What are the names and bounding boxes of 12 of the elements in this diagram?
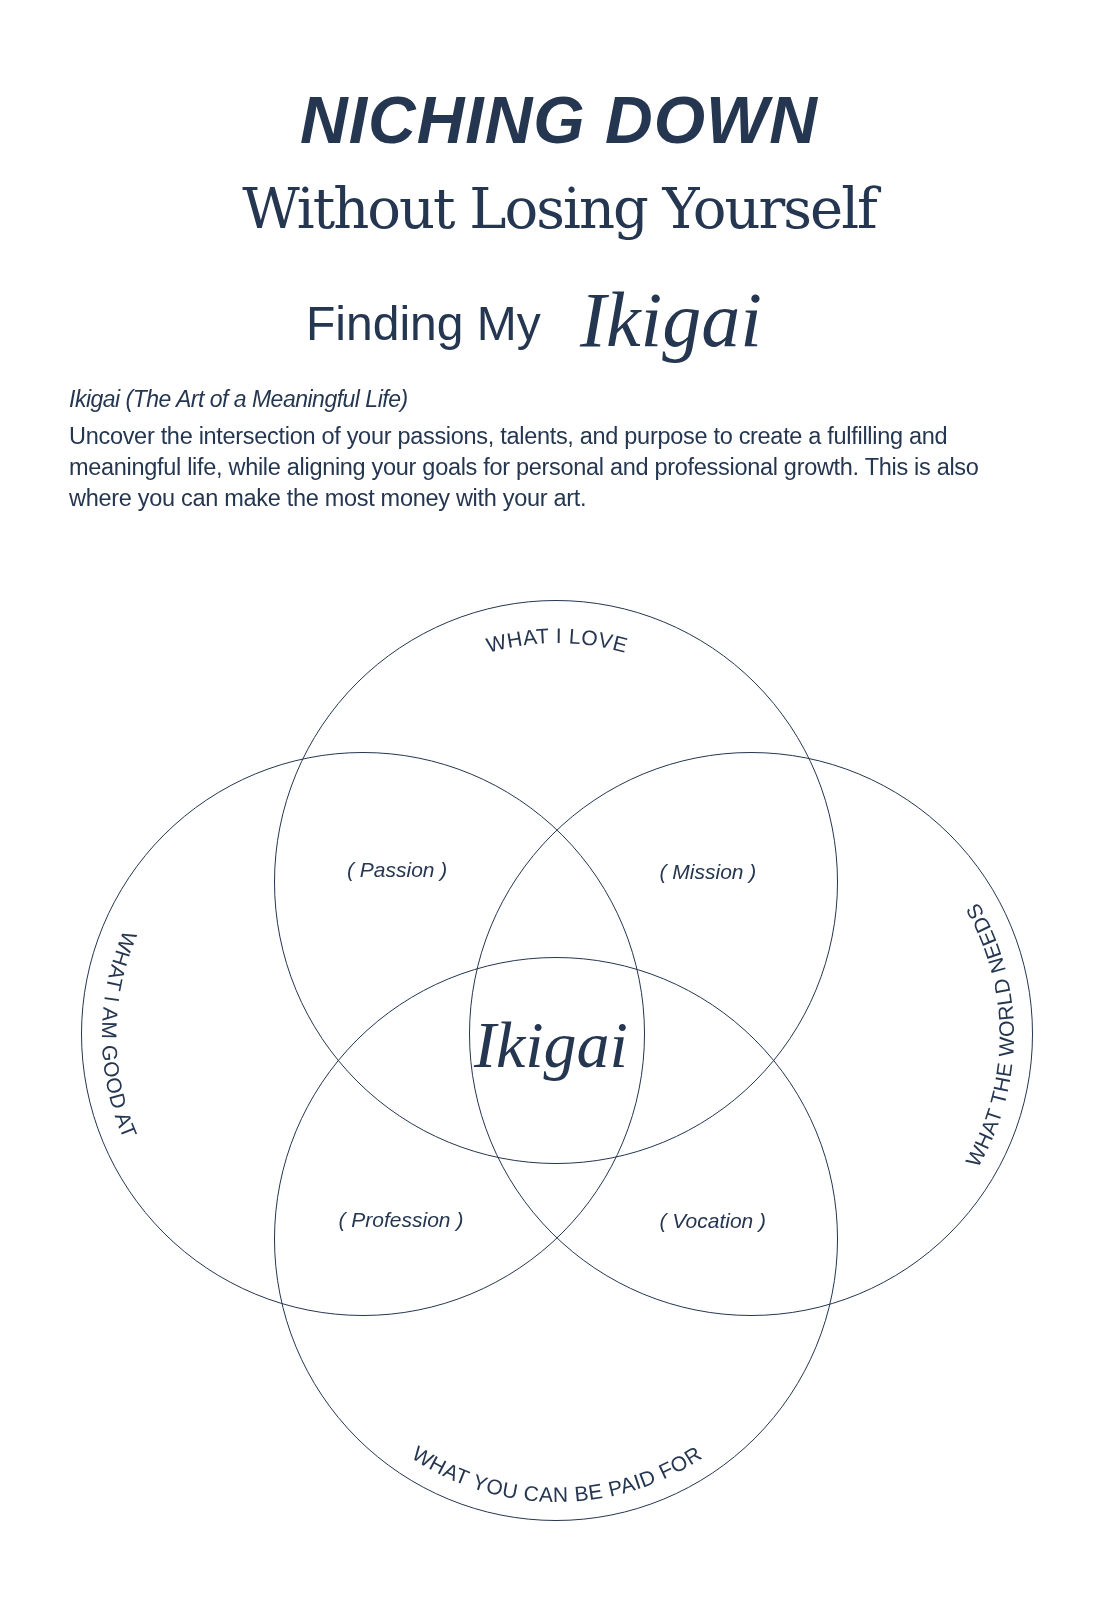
region-label: ( Profession ) bbox=[338, 1208, 464, 1232]
region-label: ( Passion ) bbox=[347, 858, 448, 882]
title: NICHING DOWN bbox=[299, 82, 819, 158]
region-label: ( Vocation ) bbox=[659, 1209, 767, 1233]
circle-label: WHAT I LOVE bbox=[483, 624, 631, 657]
region-label: ( Mission ) bbox=[659, 860, 757, 884]
subheading: Ikigai (The Art of a Meaningful Life) bbox=[69, 386, 408, 413]
subtitle: Without Losing Yourself bbox=[0, 176, 1118, 241]
description-paragraph: Uncover the intersection of your passions, talents, and purpose to create a fulfilling and meaningful life, while aligning your goals for personal and professional growth. This is also where you can make the most money with your art. bbox=[69, 422, 980, 513]
center-label: Ikigai bbox=[474, 1007, 628, 1083]
script-heading: Ikigai bbox=[580, 275, 762, 365]
heading-text: Finding My bbox=[306, 296, 541, 351]
